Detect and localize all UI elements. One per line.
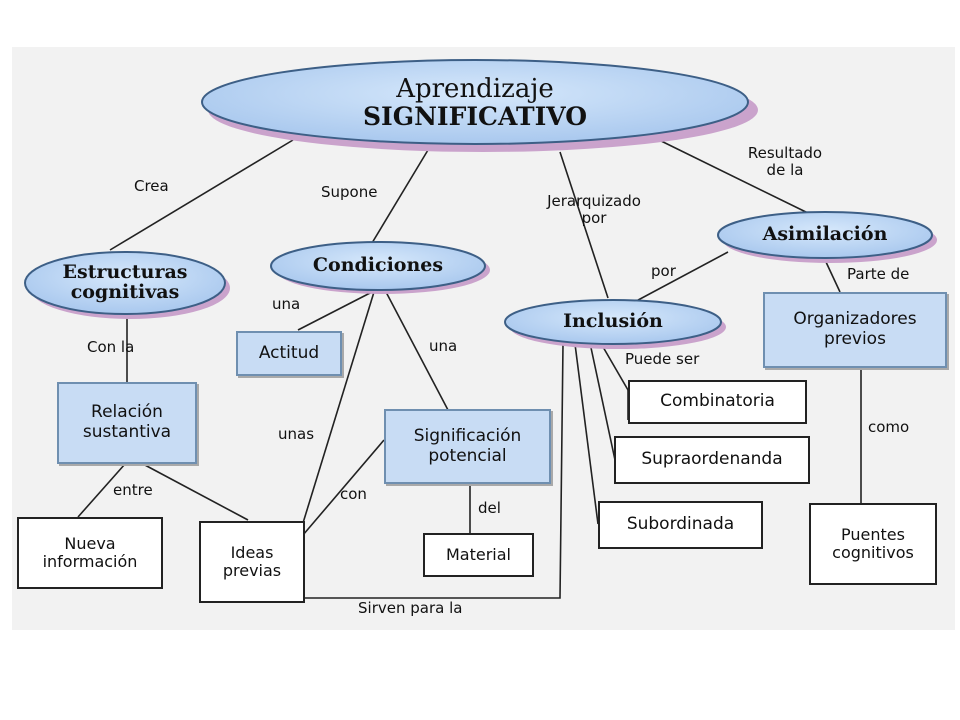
relacion-line1: Relación [91,402,163,423]
ideas-line2: previas [222,561,282,580]
material-label: Material [446,544,511,564]
label-jerarquizado: Jerarquizado por [534,193,654,226]
node-condiciones: Condiciones [275,250,481,282]
puentes-line1: Puentes [841,524,905,544]
nueva-line2: información [42,552,138,571]
link-signif [385,291,449,411]
link-jerarquizado [559,151,609,299]
link-actitud [297,291,373,331]
combinatoria-label: Combinatoria [660,391,775,412]
condiciones-label: Condiciones [312,254,444,277]
significacion-line1: Significación [413,425,522,446]
root-line1: Aprendizaje [396,74,554,105]
link-supone [371,149,429,244]
link-con [302,439,385,536]
label-crea: Crea [134,177,169,195]
link-unas [302,291,375,524]
node-ideas-previas: Ideas previas [199,521,305,603]
label-unas: unas [278,425,315,443]
node-subordinada: Subordinada [598,501,763,549]
organizadores-line1: Organizadores [793,309,917,330]
link-entre-ideas [142,463,249,521]
label-con-la: Con la [87,338,135,356]
node-supraordenanda: Supraordenanda [614,436,810,484]
significacion-line2: potencial [428,445,507,466]
node-significacion-potencial: Significación potencial [384,409,551,484]
node-puentes-cognitivos: Puentes cognitivos [809,503,937,585]
node-root-shape [201,59,749,145]
link-parte-de [825,261,841,293]
estructuras-line1: Estructuras [62,261,188,284]
root-line2: SIGNIFICATIVO [362,101,588,131]
estructuras-line2: cognitivas [70,281,180,303]
link-entre-nueva [77,463,126,518]
supraordenanda-label: Supraordenanda [641,449,783,470]
label-del: del [478,499,501,517]
label-como: como [868,418,910,436]
node-organizadores-previos: Organizadores previos [763,292,947,368]
resultado-line2: de la [766,160,804,179]
ideas-line1: Ideas [230,542,274,562]
link-sirven [303,343,564,599]
node-asimilacion: Asimilación [720,219,930,251]
node-inclusion: Inclusión [508,306,718,338]
node-nueva-informacion: Nueva información [17,517,163,589]
label-parte-de: Parte de [847,265,910,283]
node-relacion-sustantiva: Relación sustantiva [57,382,197,464]
jerarquizado-line1: Jerarquizado [547,192,641,210]
label-una-significacion: una [429,337,458,355]
label-una-actitud: una [272,295,301,313]
link-resultado [654,137,811,215]
link-por [624,251,729,308]
puentes-line2: cognitivos [832,543,914,562]
subordinada-label: Subordinada [626,514,735,535]
resultado-line1: Resultado [747,144,823,162]
node-material: Material [423,533,534,577]
label-con: con [340,485,367,503]
label-resultado: Resultado de la [737,145,833,178]
actitud-label: Actitud [258,342,320,363]
label-supone: Supone [321,183,378,201]
label-sirven-para-la: Sirven para la [358,599,463,617]
node-combinatoria: Combinatoria [628,380,807,424]
node-estructuras-cognitivas: Estructuras cognitivas [35,252,215,314]
node-actitud: Actitud [236,331,342,376]
inclusion-label: Inclusión [563,310,663,333]
label-entre: entre [113,481,153,499]
label-puede-ser: Puede ser [625,350,700,368]
organizadores-line2: previos [824,329,886,349]
jerarquizado-line2: por [581,208,607,227]
node-aprendizaje-significativo: Aprendizaje SIGNIFICATIVO [300,64,650,142]
link-crea [109,139,294,251]
relacion-line2: sustantiva [82,422,172,442]
nueva-line1: Nueva [64,533,116,553]
asimilacion-label: Asimilación [762,223,888,246]
label-por: por [651,262,676,280]
